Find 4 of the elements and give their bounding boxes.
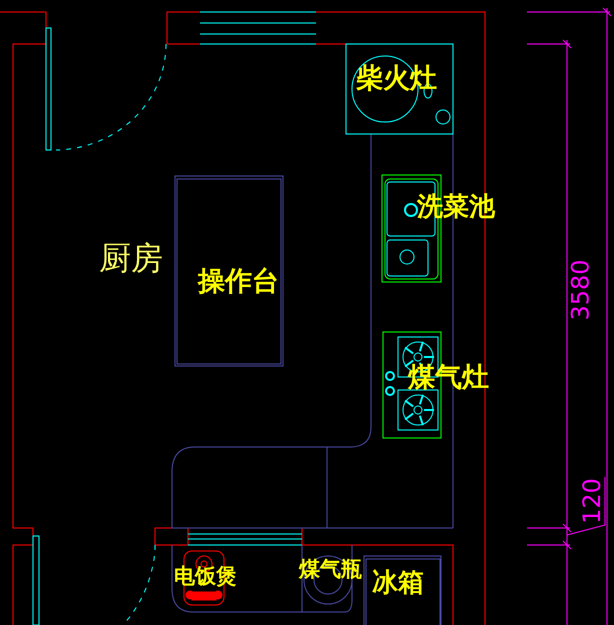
fixture-label: 操作台 bbox=[198, 268, 279, 295]
dimension-text: 3580 bbox=[570, 262, 592, 318]
dimension-text: 120 bbox=[580, 480, 604, 522]
room-name: 厨房 bbox=[99, 242, 163, 274]
